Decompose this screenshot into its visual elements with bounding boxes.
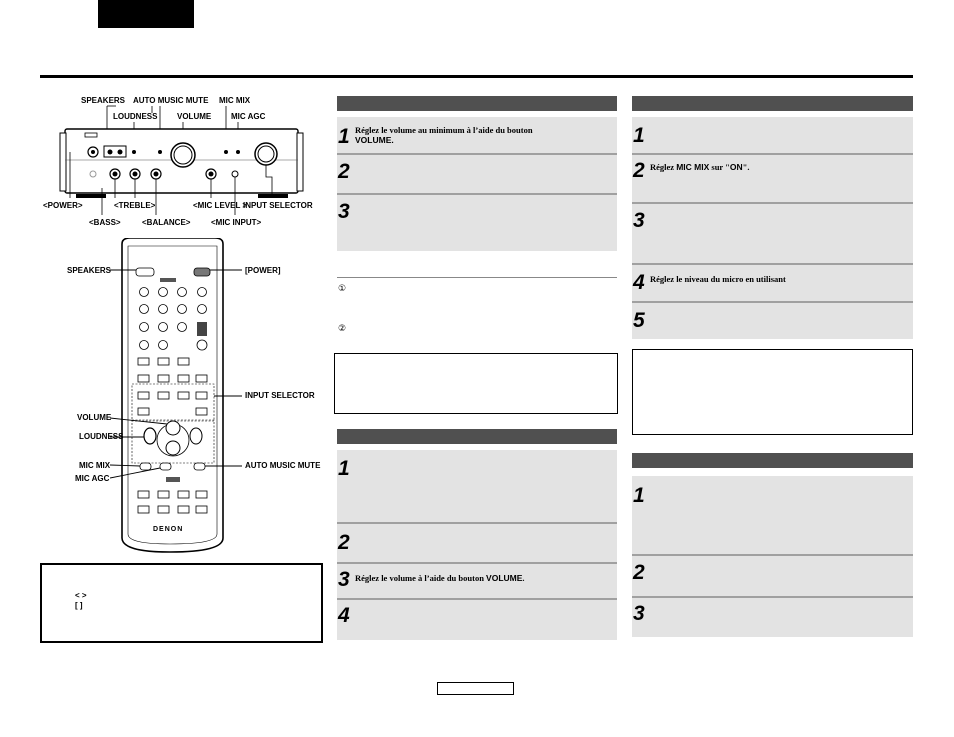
- separator: [632, 301, 913, 303]
- col3-section1-header: [632, 96, 913, 111]
- separator: [632, 596, 913, 598]
- step-number: 1: [338, 125, 350, 148]
- step-number: 3: [338, 568, 350, 591]
- label-speakers: SPEAKERS: [81, 96, 126, 105]
- step-number: 1: [633, 484, 645, 507]
- label-balance: <BALANCE>: [142, 218, 191, 227]
- col2-s2-step3-box: 3 Réglez le volume à l’aide du bouton VO…: [337, 564, 617, 598]
- step-text: Réglez le niveau du micro en utilisant: [650, 274, 786, 284]
- step-number: 1: [338, 457, 350, 480]
- step-number: 2: [633, 159, 645, 182]
- step-number: 3: [338, 200, 350, 223]
- col2-step1-box: 1 Réglez le volume au minimum à l’aide d…: [337, 117, 617, 153]
- separator: [337, 562, 617, 564]
- col3-s2-step3-box: 3: [632, 598, 913, 637]
- step-number: 3: [633, 602, 645, 625]
- remote-brand-logo: DENON: [153, 526, 184, 533]
- step-number: 4: [633, 271, 645, 294]
- label-power: <POWER>: [43, 201, 83, 210]
- header-rule: [40, 75, 913, 78]
- remote-control: [110, 238, 242, 553]
- remote-label-loudness: LOUDNESS: [79, 432, 124, 441]
- col2-step3-box: 3: [337, 195, 617, 251]
- separator: [337, 193, 617, 195]
- remote-label-mic-agc: MIC AGC: [75, 474, 110, 483]
- col2-note-box: [334, 353, 618, 414]
- amplifier-front-panel: [59, 105, 304, 215]
- separator: [632, 554, 913, 556]
- col3-step4-box: 4 Réglez le niveau du micro en utilisant: [632, 265, 913, 301]
- col3-note-box: [632, 349, 913, 435]
- legend-angle-brackets: < >: [75, 591, 87, 600]
- divider-line: [337, 277, 617, 278]
- step-number: 3: [633, 209, 645, 232]
- label-mic-agc: MIC AGC: [231, 112, 266, 121]
- label-input-selector: INPUT SELECTOR: [243, 201, 313, 210]
- remote-label-mic-mix: MIC MIX: [79, 461, 111, 470]
- label-mic-mix: MIC MIX: [219, 96, 251, 105]
- col3-step5-box: 5: [632, 303, 913, 339]
- remote-label-speakers: SPEAKERS: [67, 266, 112, 275]
- label-mic-input: <MIC INPUT>: [211, 218, 262, 227]
- col3-s2-step2-box: 2: [632, 556, 913, 596]
- step-number: 5: [633, 309, 645, 332]
- col2-s2-step1-box: 1: [337, 450, 617, 522]
- separator: [337, 522, 617, 524]
- col2-step2-box: 2: [337, 155, 617, 193]
- legend-note-box: < > [ ]: [40, 563, 323, 643]
- col3-step1-box: 1: [632, 117, 913, 153]
- separator: [632, 263, 913, 265]
- label-mic-level: <MIC LEVEL >: [193, 201, 248, 210]
- step-number: 1: [633, 124, 645, 147]
- legend-square-brackets: [ ]: [75, 601, 83, 610]
- col2-section2-header: [337, 429, 617, 444]
- step-text: Réglez le volume au minimum à l’aide du …: [355, 125, 533, 145]
- col2-s2-step4-box: 4: [337, 600, 617, 640]
- remote-label-power: [POWER]: [245, 266, 281, 275]
- separator: [337, 598, 617, 600]
- language-tab: [98, 0, 194, 28]
- col2-section1-header: [337, 96, 617, 111]
- separator: [632, 202, 913, 204]
- label-auto-music-mute: AUTO MUSIC MUTE: [133, 96, 209, 105]
- label-treble: <TREBLE>: [114, 201, 156, 210]
- step-number: 4: [338, 604, 350, 627]
- circled-number: ①: [338, 284, 347, 294]
- remote-label-volume: VOLUME: [77, 413, 112, 422]
- remote-label-auto-music-mute: AUTO MUSIC MUTE: [245, 461, 321, 470]
- step-number: 2: [338, 531, 350, 554]
- remote-label-input-selector: INPUT SELECTOR: [245, 391, 315, 400]
- col3-step3-box: 3: [632, 204, 913, 263]
- page-number-box: [437, 682, 514, 695]
- label-volume: VOLUME: [177, 112, 212, 121]
- col3-step2-box: 2 Réglez MIC MIX sur "ON".: [632, 155, 913, 202]
- label-loudness: LOUDNESS: [113, 112, 158, 121]
- separator: [632, 153, 913, 155]
- step-number: 2: [338, 160, 350, 183]
- step-number: 2: [633, 561, 645, 584]
- separator: [337, 153, 617, 155]
- col2-s2-step2-box: 2: [337, 524, 617, 562]
- col3-s2-step1-box: 1: [632, 476, 913, 554]
- col3-section2-header: [632, 453, 913, 468]
- step-text: Réglez le volume à l’aide du bouton VOLU…: [355, 573, 525, 583]
- step-text: Réglez MIC MIX sur "ON".: [650, 162, 750, 172]
- circled-number: ②: [338, 324, 347, 334]
- label-bass: <BASS>: [89, 218, 121, 227]
